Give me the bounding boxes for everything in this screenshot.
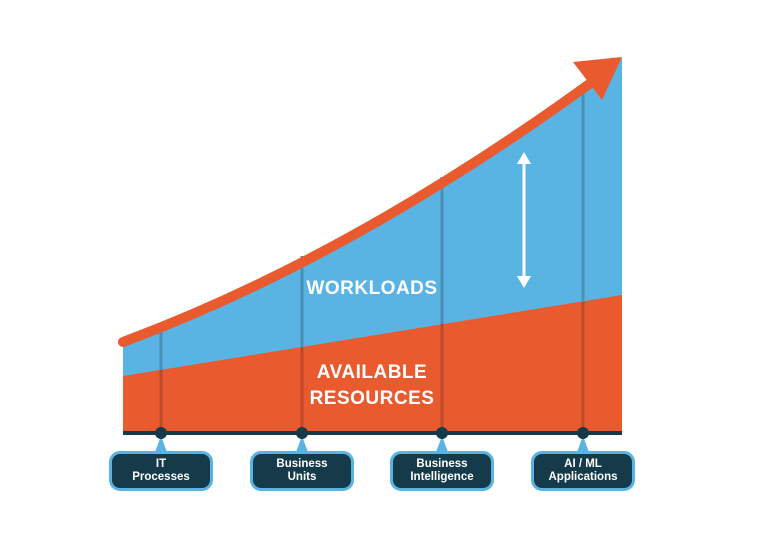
category-business-intelligence: Business Intelligence [390, 451, 494, 491]
pointer-it [155, 436, 167, 452]
category-label-line2: Applications [548, 471, 618, 483]
growth-arrow-line [118, 77, 597, 347]
growth-arrow-head [573, 57, 622, 100]
category-label-line1: IT [155, 458, 167, 470]
resources-label-line2: RESOURCES [310, 388, 435, 409]
category-label-line2: Intelligence [410, 471, 474, 483]
resources-label-line1: AVAILABLE [317, 362, 427, 383]
gap-double-arrow-icon [517, 152, 531, 288]
category-it-processes: IT Processes [109, 451, 213, 491]
category-label-line2: Processes [132, 471, 190, 483]
category-label-line1: Business [276, 458, 328, 470]
axis-dot-ai [577, 427, 589, 439]
workloads-label: WORKLOADS [306, 278, 437, 299]
category-ai-ml-applications: AI / ML Applications [531, 451, 635, 491]
available-resources-area [123, 295, 622, 433]
axis-dot-it [155, 427, 167, 439]
pointer-bu [296, 436, 308, 452]
axis-dot-bi [436, 427, 448, 439]
category-label-line1: Business [416, 458, 468, 470]
category-business-units: Business Units [250, 451, 354, 491]
pointer-bi [436, 436, 448, 452]
axis-dot-bu [296, 427, 308, 439]
category-label-line1: AI / ML [564, 458, 602, 470]
category-label-line2: Units [287, 471, 317, 483]
pointer-ai [577, 436, 589, 452]
